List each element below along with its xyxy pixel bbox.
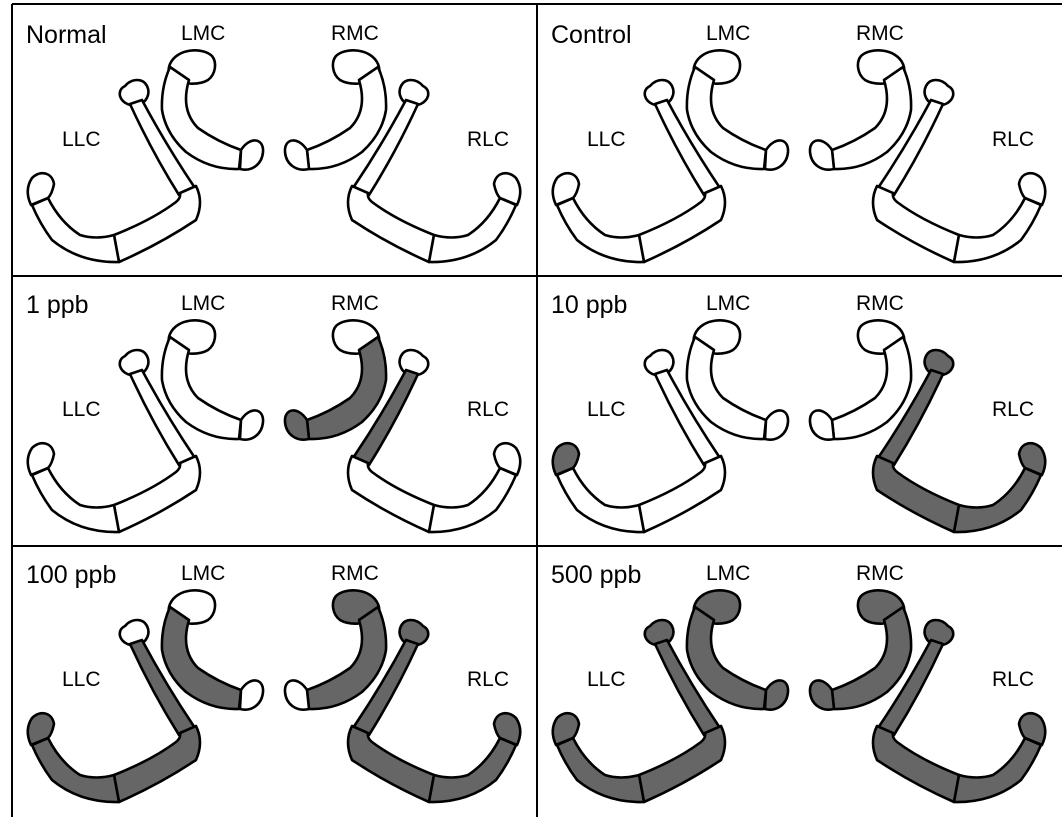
rlc-label: RLC: [992, 398, 1034, 421]
llc-label: LLC: [587, 398, 626, 421]
lmc-label: LMC: [706, 562, 750, 585]
panel-title: 10 ppb: [551, 291, 627, 319]
rlc-segment-2: [348, 456, 434, 532]
cartilage-rmc: [285, 590, 386, 709]
llc-label: LLC: [587, 668, 626, 691]
cartilage-lmc: [162, 50, 263, 169]
rlc-label: RLC: [467, 398, 509, 421]
rlc-label: RLC: [992, 128, 1034, 151]
cartilage-lmc: [162, 590, 263, 709]
llc-segment-3: [32, 738, 119, 802]
llc-segment-2: [639, 726, 725, 802]
rmc-segment-2: [285, 140, 309, 169]
rlc-segment-3: [429, 738, 516, 802]
rlc-segment-3: [429, 198, 516, 262]
cartilage-lmc: [162, 320, 263, 439]
llc-segment-2: [114, 456, 200, 532]
llc-label: LLC: [62, 398, 101, 421]
cartilage-lmc: [687, 590, 788, 709]
rlc-label: RLC: [467, 128, 509, 151]
rlc-segment-2: [348, 726, 434, 802]
rmc-label: RMC: [856, 562, 904, 585]
rmc-segment-2: [810, 410, 834, 439]
panel-title: Control: [551, 21, 632, 49]
lmc-segment-2: [240, 410, 263, 439]
panel-title: 500 ppb: [551, 561, 641, 589]
llc-label: LLC: [62, 668, 101, 691]
rlc-segment-2: [873, 186, 959, 262]
llc-segment-2: [114, 726, 200, 802]
rmc-label: RMC: [331, 292, 379, 315]
llc-segment-3: [557, 738, 644, 802]
rmc-segment-2: [285, 680, 309, 709]
rmc-segment-2: [810, 680, 834, 709]
rlc-segment-3: [954, 738, 1041, 802]
rlc-label: RLC: [992, 668, 1034, 691]
llc-segment-3: [557, 198, 644, 262]
rlc-segment-2: [873, 726, 959, 802]
rmc-label: RMC: [331, 562, 379, 585]
lmc-label: LMC: [181, 22, 225, 45]
cartilage-lmc: [687, 320, 788, 439]
rlc-label: RLC: [467, 668, 509, 691]
rlc-segment-3: [954, 198, 1041, 262]
lmc-label: LMC: [181, 562, 225, 585]
cartilage-rmc: [810, 50, 911, 169]
llc-segment-2: [114, 186, 200, 262]
rlc-segment-3: [429, 468, 516, 532]
llc-segment-3: [32, 468, 119, 532]
llc-label: LLC: [62, 128, 101, 151]
rmc-segment-2: [810, 140, 834, 169]
lmc-label: LMC: [181, 292, 225, 315]
lmc-segment-2: [765, 410, 788, 439]
rmc-label: RMC: [856, 292, 904, 315]
cartilage-lmc: [687, 50, 788, 169]
lmc-segment-2: [765, 680, 788, 709]
cartilage-rmc: [285, 320, 386, 439]
llc-segment-2: [639, 456, 725, 532]
rmc-segment-2: [285, 410, 309, 439]
lmc-segment-2: [240, 140, 263, 169]
panel-title: Normal: [26, 21, 107, 49]
cartilage-rmc: [810, 320, 911, 439]
cartilage-rmc: [810, 590, 911, 709]
lmc-segment-2: [765, 140, 788, 169]
rlc-segment-2: [873, 456, 959, 532]
panel-title: 100 ppb: [26, 561, 116, 589]
cartilage-rmc: [285, 50, 386, 169]
llc-segment-3: [32, 198, 119, 262]
rlc-segment-3: [954, 468, 1041, 532]
rmc-label: RMC: [331, 22, 379, 45]
llc-segment-2: [639, 186, 725, 262]
llc-label: LLC: [587, 128, 626, 151]
lmc-label: LMC: [706, 292, 750, 315]
llc-segment-3: [557, 468, 644, 532]
rlc-segment-2: [348, 186, 434, 262]
rmc-label: RMC: [856, 22, 904, 45]
lmc-label: LMC: [706, 22, 750, 45]
lmc-segment-2: [240, 680, 263, 709]
panel-title: 1 ppb: [26, 291, 89, 319]
